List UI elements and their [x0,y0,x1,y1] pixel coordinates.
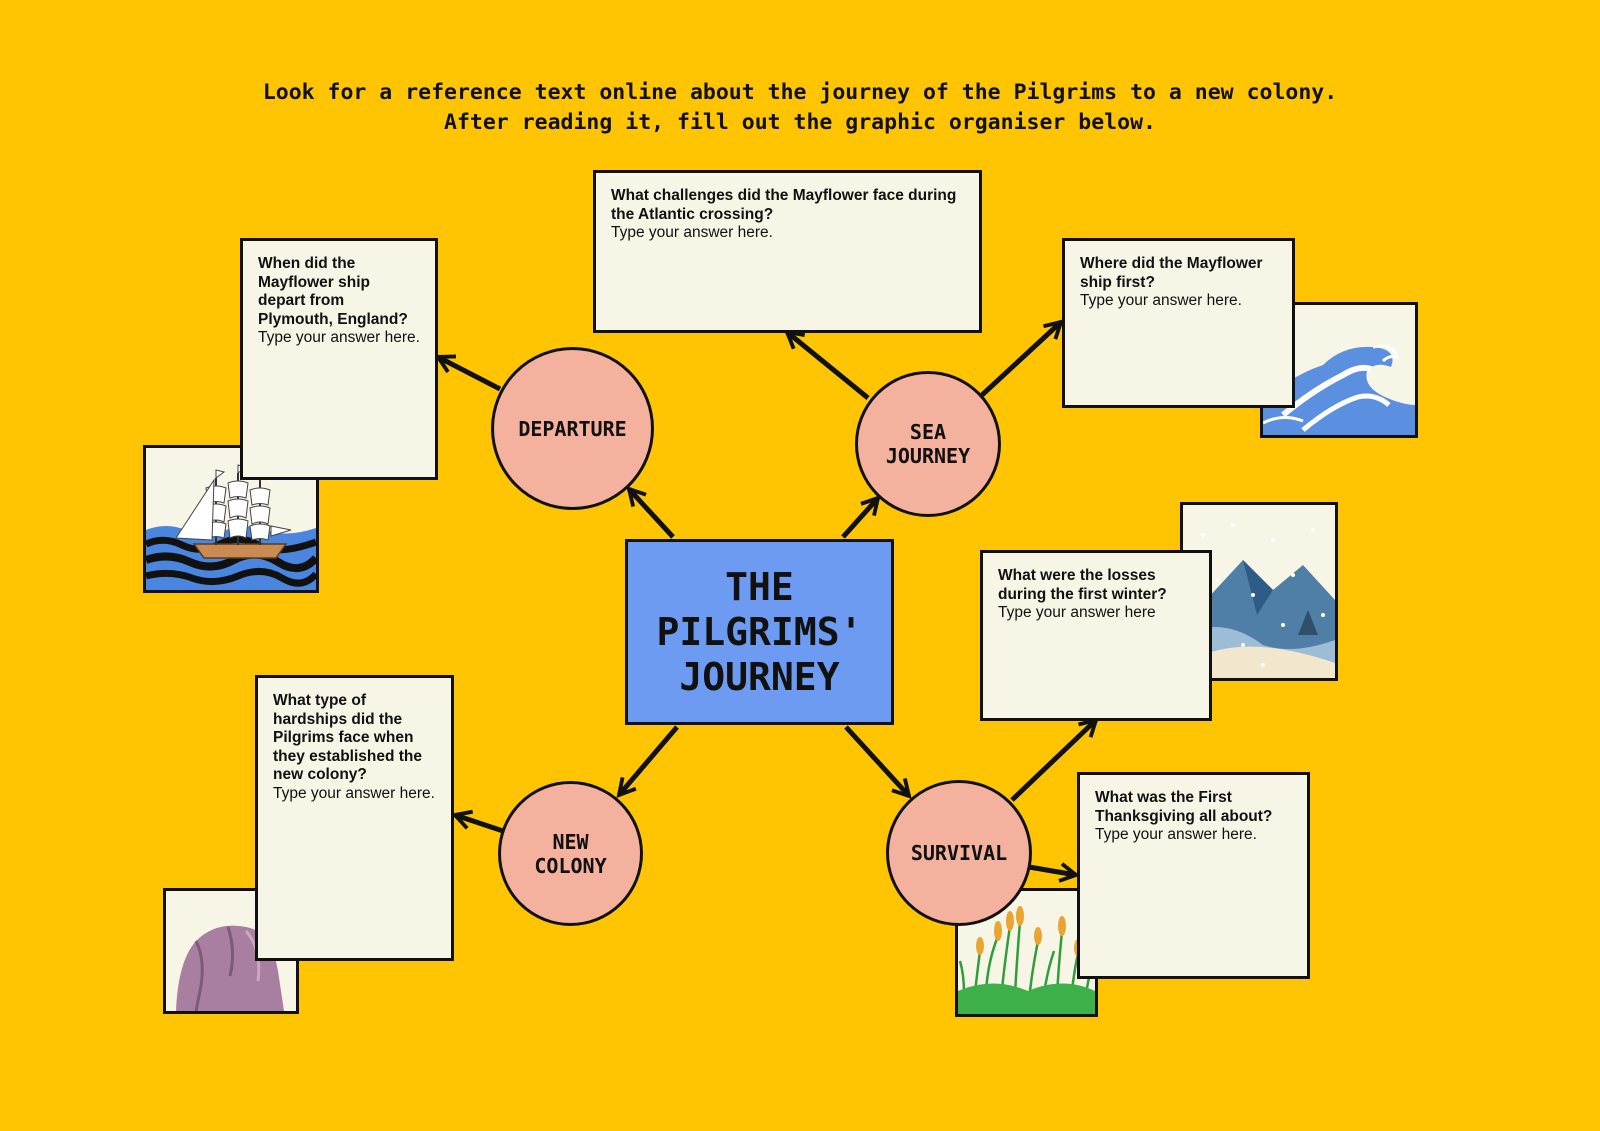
node-departure-label: DEPARTURE [518,416,627,441]
arrow-center-to-sea-journey [841,498,878,539]
node-sea-journey-label: SEA JOURNEY [885,420,971,468]
node-new-colony: NEW COLONY [498,781,643,926]
card-challenges[interactable]: What challenges did the Mayflower face d… [593,170,982,333]
node-sea-journey: SEA JOURNEY [855,371,1001,517]
arrow-sea-to-challenges [787,332,870,400]
central-topic: THE PILGRIMS' JOURNEY [625,539,894,725]
wheat-illustration [955,888,1098,1017]
arrow-survival-to-losses [1010,720,1096,802]
card-question: What were the losses during the first wi… [998,567,1167,603]
card-question: Where did the Mayflower ship first? [1080,255,1263,291]
arrow-center-to-survival [844,725,909,796]
card-question: What was the First Thanksgiving all abou… [1095,789,1273,825]
arrow-sea-to-first-ship [980,322,1061,397]
card-losses[interactable]: What were the losses during the first wi… [980,550,1212,721]
node-survival-label: SURVIVAL [910,841,1008,865]
answer-field[interactable]: Type your answer here. [258,329,420,346]
arrow-center-to-new-colony [619,725,679,795]
instructions-line-1: Look for a reference text online about t… [262,80,1338,105]
node-new-colony-label: NEW COLONY [534,829,607,878]
card-departure-date[interactable]: When did the Mayflower ship depart from … [240,238,438,480]
answer-field[interactable]: Type your answer here. [611,224,773,241]
arrow-departure-to-card [438,357,502,392]
arrow-new-colony-to-card [455,815,504,834]
central-topic-title: THE PILGRIMS' JOURNEY [656,564,863,699]
ship-icon [146,448,316,590]
card-question: What challenges did the Mayflower face d… [611,187,957,223]
answer-field[interactable]: Type your answer here [998,604,1156,621]
answer-field[interactable]: Type your answer here. [1080,292,1242,309]
instructions-line-2: After reading it, fill out the graphic o… [444,110,1156,135]
instructions: Look for a reference text online about t… [0,78,1600,138]
answer-field[interactable]: Type your answer here. [273,784,435,802]
card-question: When did the Mayflower ship depart from … [258,255,408,328]
node-survival: SURVIVAL [886,780,1032,926]
answer-field[interactable]: Type your answer here. [1095,826,1257,843]
card-question: What type of hardships did the Pilgrims … [273,692,423,783]
card-hardships[interactable]: What type of hardships did the Pilgrims … [255,675,454,961]
arrow-center-to-departure [629,489,675,539]
card-first-ship[interactable]: Where did the Mayflower ship first? Type… [1062,238,1295,408]
winter-illustration [1180,502,1338,681]
node-departure: DEPARTURE [491,347,654,510]
card-thanksgiving[interactable]: What was the First Thanksgiving all abou… [1077,772,1310,979]
arrow-survival-to-thanksgiving [1028,867,1076,875]
